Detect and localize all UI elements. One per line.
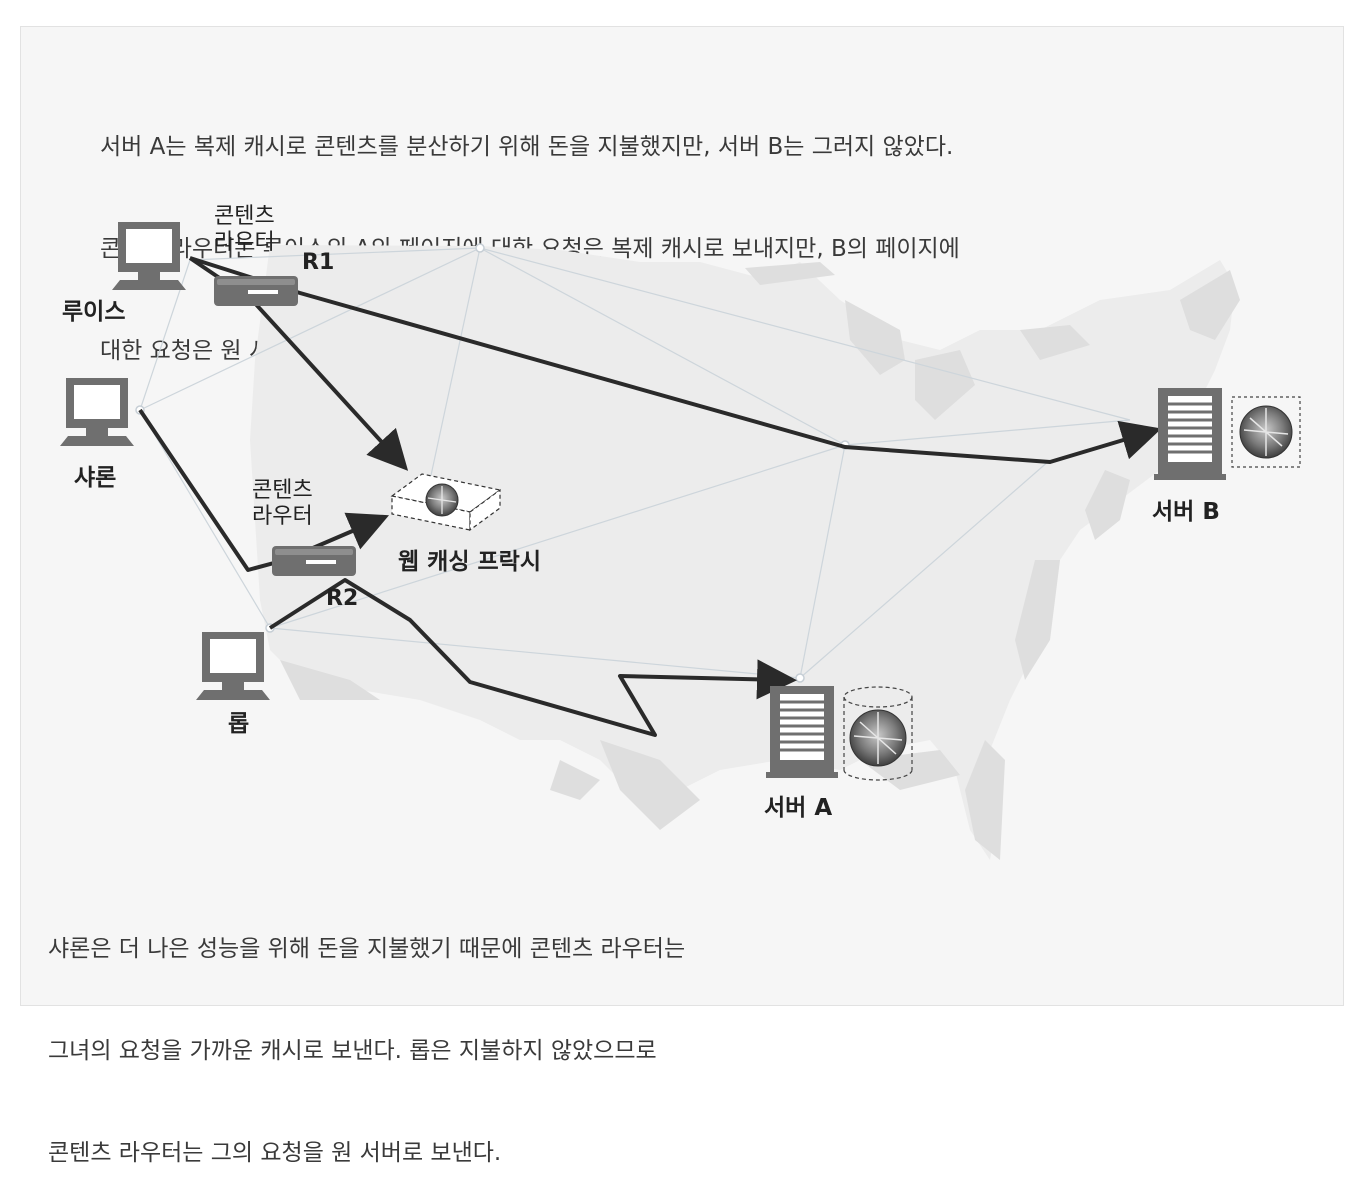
client-label-rob: 롭	[228, 711, 250, 737]
bottom-caption-line-1: 샤론은 더 나은 성능을 위해 돈을 지불했기 때문에 콘텐츠 라우터는	[48, 936, 686, 962]
router-r2-title-line-1: 콘텐츠	[252, 478, 313, 503]
router-icon-r1	[214, 276, 298, 306]
router-id-r1: R1	[302, 250, 335, 275]
server-icon-b	[1154, 388, 1226, 480]
bottom-caption-line-3: 콘텐츠 라우터는 그의 요청을 원 서버로 보낸다.	[48, 1140, 502, 1166]
network-diagram	[60, 222, 1301, 860]
server-a-label: 서버 A	[764, 795, 833, 821]
router-r1-title-line-1: 콘텐츠	[214, 204, 275, 229]
router-icon-r2	[272, 546, 356, 576]
proxy-label: 웹 캐싱 프락시	[398, 549, 541, 575]
router-r2-title-line-2: 라우터	[252, 504, 313, 529]
router-r1-title-line-2: 라우터	[214, 230, 275, 255]
route-sharon-to-proxy	[138, 408, 390, 572]
origin-content-box-b	[1231, 396, 1301, 468]
router-id-r2: R2	[326, 586, 359, 611]
replica-cache-cylinder-a	[843, 686, 913, 781]
map-outline	[250, 245, 1240, 860]
bottom-caption-line-2: 그녀의 요청을 가까운 캐시로 보낸다. 롭은 지불하지 않았으므로	[48, 1038, 657, 1064]
server-icon-a	[766, 686, 838, 778]
computer-icon-louis	[112, 222, 186, 290]
route-rob-to-server-a	[268, 578, 797, 737]
server-b-label: 서버 B	[1152, 499, 1220, 525]
client-label-louis: 루이스	[62, 299, 126, 325]
computer-icon-sharon	[60, 378, 134, 446]
bottom-caption: 샤론은 더 나은 성능을 위해 돈을 지불했기 때문에 콘텐츠 라우터는 그녀의…	[48, 864, 685, 1204]
top-caption-line-1: 서버 A는 복제 캐시로 콘텐츠를 분산하기 위해 돈을 지불했지만, 서버 B…	[100, 134, 954, 160]
router-label-r1: 콘텐츠 라우터	[214, 204, 275, 256]
network-mesh	[139, 247, 1131, 679]
router-label-r2: 콘텐츠 라우터	[252, 478, 313, 530]
computer-icon-rob	[196, 632, 270, 700]
client-label-sharon: 샤론	[74, 465, 117, 491]
